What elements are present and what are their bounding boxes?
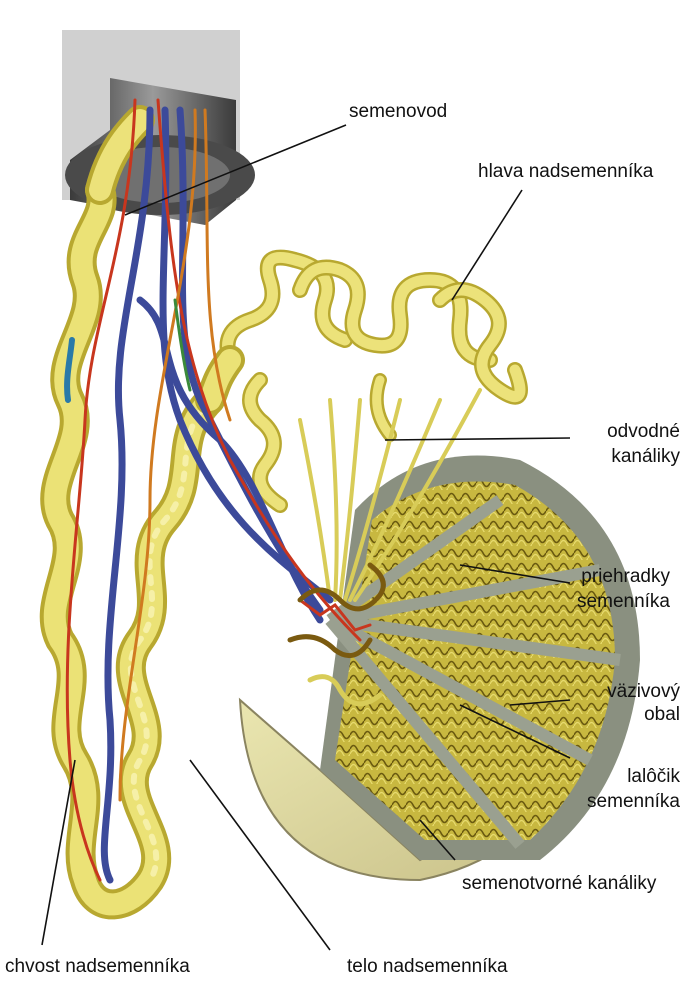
label-odvodne-kanaliky-2: kanáliky [611, 446, 680, 467]
label-priehradky-2: semenníka [577, 591, 670, 612]
leader-odvodne [384, 437, 571, 441]
label-semenotvorne-kanaliky: semenotvorné kanáliky [462, 873, 657, 894]
leader-semenovod [124, 124, 347, 216]
label-vazivovy-1: väzivový [607, 681, 680, 702]
label-hlava-nadsemennika: hlava nadsemenníka [478, 161, 654, 182]
vas-deferens [85, 105, 155, 205]
label-chvost-nadsemennika: chvost nadsemenníka [5, 956, 190, 977]
leader-lalocik [459, 704, 571, 759]
leader-chvost [41, 759, 76, 946]
leader-lines [41, 124, 571, 951]
label-lalocik-1: lalôčik [627, 766, 680, 787]
blood-vessels [64, 98, 372, 884]
leader-semenotvorne [419, 819, 456, 861]
leader-telo [189, 759, 331, 951]
leader-hlava [451, 189, 523, 301]
septa [325, 495, 621, 849]
label-vazivovy-2: obal [644, 704, 680, 725]
label-semenovod: semenovod [349, 101, 448, 122]
label-priehradky-1: priehradky [581, 566, 670, 587]
rete-testis [287, 562, 386, 707]
efferent-ductules [219, 249, 528, 602]
leader-vazivovy [509, 699, 571, 706]
epididymis [39, 175, 245, 920]
label-odvodne-kanaliky-1: odvodné [607, 421, 680, 442]
leader-priehradky [459, 564, 571, 584]
label-lalocik-2: semenníka [587, 791, 680, 812]
testis-cross-section [320, 455, 640, 860]
label-telo-nadsemennika: telo nadsemenníka [347, 956, 508, 977]
